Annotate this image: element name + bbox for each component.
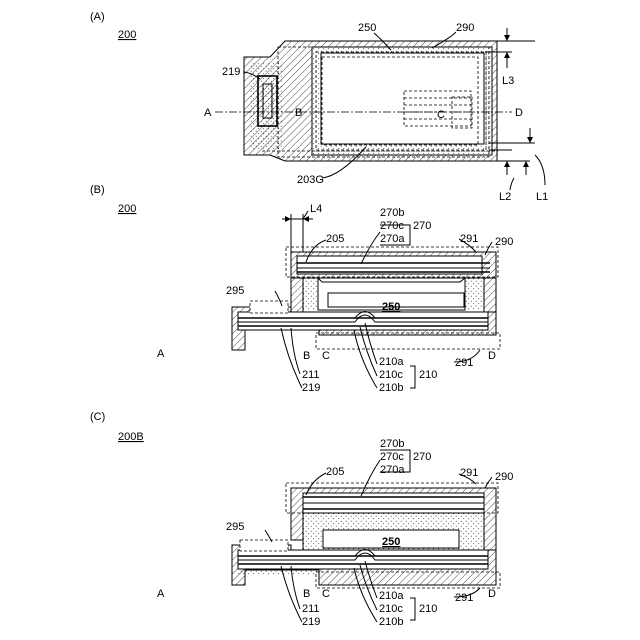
label-203g: 203G [297, 174, 324, 186]
brace-210 [410, 598, 415, 620]
outline-295 [240, 540, 288, 551]
label-210c: 210c [379, 369, 403, 381]
label-210: 210 [419, 603, 437, 615]
label-270a: 270a [380, 464, 405, 476]
panel-c-ref: 200B [118, 431, 144, 443]
panel-a-letter: (A) [90, 11, 105, 23]
label-205: 205 [326, 233, 344, 245]
panel-a: (A) 200 [90, 11, 548, 203]
label-d: D [488, 350, 496, 362]
label-219: 219 [302, 616, 320, 628]
label-c: C [322, 350, 330, 362]
label-270b: 270b [380, 207, 404, 219]
label-250: 250 [382, 536, 400, 548]
label-l1: L1 [536, 191, 548, 203]
label-270c: 270c [380, 220, 404, 232]
label-b: B [303, 350, 310, 362]
leader-l1 [535, 155, 545, 185]
arrow-l4-right [285, 216, 291, 222]
arrow-l3-up [504, 52, 510, 58]
leader-210b [354, 330, 377, 388]
label-a: A [157, 588, 165, 600]
label-c: C [322, 588, 330, 600]
label-291-top: 291 [460, 233, 478, 245]
label-291-top: 291 [460, 467, 478, 479]
display-inner [321, 53, 484, 144]
label-291-bottom: 291 [455, 592, 473, 604]
label-295: 295 [226, 285, 244, 297]
label-290: 290 [495, 471, 513, 483]
leader-290 [485, 477, 492, 488]
label-b: B [295, 107, 302, 119]
label-270b: 270b [380, 438, 404, 450]
label-210a: 210a [379, 356, 404, 368]
leader-l2 [510, 178, 514, 190]
label-d: D [515, 107, 523, 119]
label-219: 219 [302, 382, 320, 394]
right-wall [484, 278, 496, 312]
label-210: 210 [419, 369, 437, 381]
panel-c-letter: (C) [90, 411, 105, 423]
label-a: A [157, 348, 165, 360]
label-211: 211 [302, 603, 320, 615]
label-270c: 270c [380, 451, 404, 463]
label-d: D [488, 588, 496, 600]
label-295: 295 [226, 521, 244, 533]
label-270: 270 [413, 220, 431, 232]
label-290: 290 [456, 22, 474, 34]
label-270a: 270a [380, 233, 405, 245]
panel-b-ref: 200 [118, 203, 136, 215]
lower-substrate-inner [238, 312, 488, 330]
label-291-bottom: 291 [455, 357, 473, 369]
label-210c: 210c [379, 603, 403, 615]
label-250: 250 [358, 22, 376, 34]
label-290: 290 [495, 236, 513, 248]
outline-295 [250, 301, 288, 313]
flap-dots [238, 569, 319, 575]
arrow-l3-down [504, 35, 510, 41]
label-a: A [204, 107, 212, 119]
label-c: C [437, 109, 445, 121]
label-l4: L4 [310, 203, 322, 215]
label-205: 205 [326, 466, 344, 478]
left-wall [291, 278, 303, 312]
brace-210 [410, 366, 415, 388]
arrow-l2b-up [523, 161, 529, 167]
panel-c: (C) 200B [90, 411, 513, 628]
label-210b: 210b [379, 616, 403, 628]
label-210a: 210a [379, 590, 404, 602]
label-210b: 210b [379, 382, 403, 394]
label-250: 250 [382, 301, 400, 313]
label-l3: L3 [502, 75, 514, 87]
arrow-l2-up [504, 161, 510, 167]
label-211: 211 [302, 369, 320, 381]
label-219: 219 [222, 66, 240, 78]
label-270: 270 [413, 451, 431, 463]
label-l2: L2 [499, 191, 511, 203]
label-b: B [303, 588, 310, 600]
panel-b: (B) 200 [90, 184, 513, 394]
arrow-l1-down [527, 137, 533, 143]
panel-b-letter: (B) [90, 184, 105, 196]
panel-a-ref: 200 [118, 29, 136, 41]
